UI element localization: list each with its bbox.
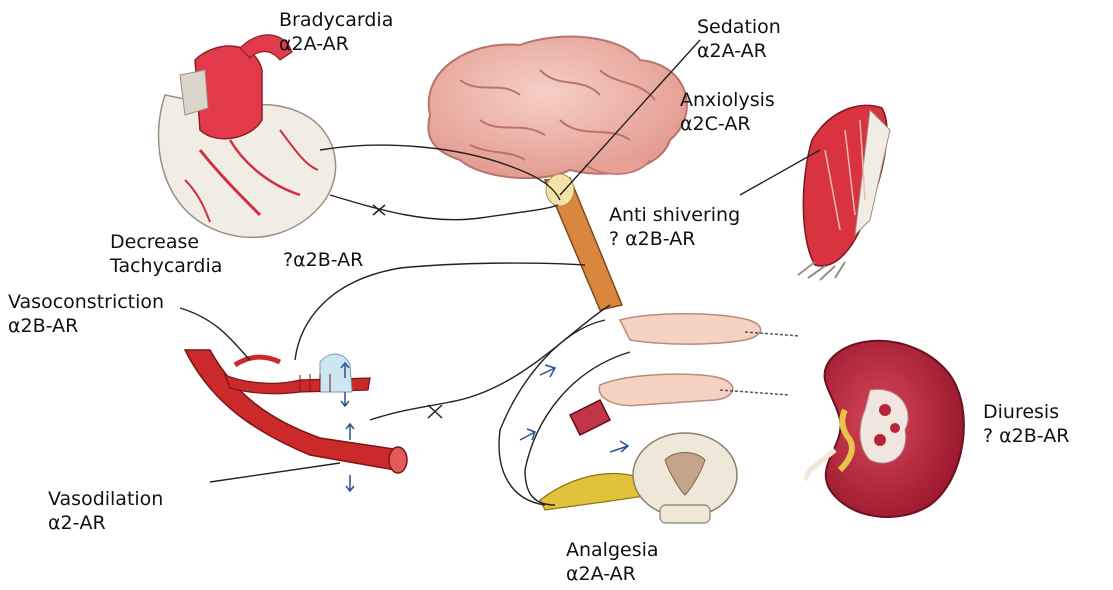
bradycardia-receptor: α2A-AR [279,32,393,56]
diuresis-effect: Diuresis [983,400,1069,424]
analgesia-label: Analgesia α2A-AR [566,538,659,586]
heart-illustration [158,35,335,238]
brain-illustration [428,37,687,179]
anxiolysis-receptor: α2C-AR [680,112,775,136]
bradycardia-effect: Bradycardia [279,8,393,32]
decrease-tachycardia-line2: Tachycardia [110,254,222,278]
anxiolysis-effect: Anxiolysis [680,88,775,112]
bradycardia-label: Bradycardia α2A-AR [279,8,393,56]
spinal-section-illustration [540,433,737,523]
analgesia-effect: Analgesia [566,538,659,562]
brainstem [546,174,574,206]
vasoconstriction-effect: Vasoconstriction [8,290,164,314]
vasoconstriction-label: Vasoconstriction α2B-AR [8,290,164,338]
decrease-tachycardia-receptor: ?α2B-AR [283,248,363,272]
anti-shivering-effect: Anti shivering [609,203,740,227]
analgesia-receptor: α2A-AR [566,562,659,586]
diuresis-receptor: ? α2B-AR [983,424,1069,448]
anti-shivering-label: Anti shivering ? α2B-AR [609,203,740,251]
sedation-effect: Sedation [697,15,781,39]
sedation-receptor: α2A-AR [697,39,781,63]
vessel-illustration [185,350,407,473]
sedation-label: Sedation α2A-AR [697,15,781,63]
decrease-tachycardia-label: Decrease Tachycardia [110,230,222,278]
decrease-tachycardia-line1: Decrease [110,230,222,254]
vasodilation-effect: Vasodilation [48,487,163,511]
anti-shivering-receptor: ? α2B-AR [609,227,740,251]
kidney-illustration [805,341,964,517]
vasoconstriction-receptor: α2B-AR [8,314,164,338]
fingers-illustration [570,314,800,435]
anxiolysis-label: Anxiolysis α2C-AR [680,88,775,136]
muscle-illustration [798,105,890,280]
vasodilation-receptor: α2-AR [48,511,163,535]
vasodilation-label: Vasodilation α2-AR [48,487,163,535]
diuresis-label: Diuresis ? α2B-AR [983,400,1069,448]
block-cross-mark [428,405,442,418]
